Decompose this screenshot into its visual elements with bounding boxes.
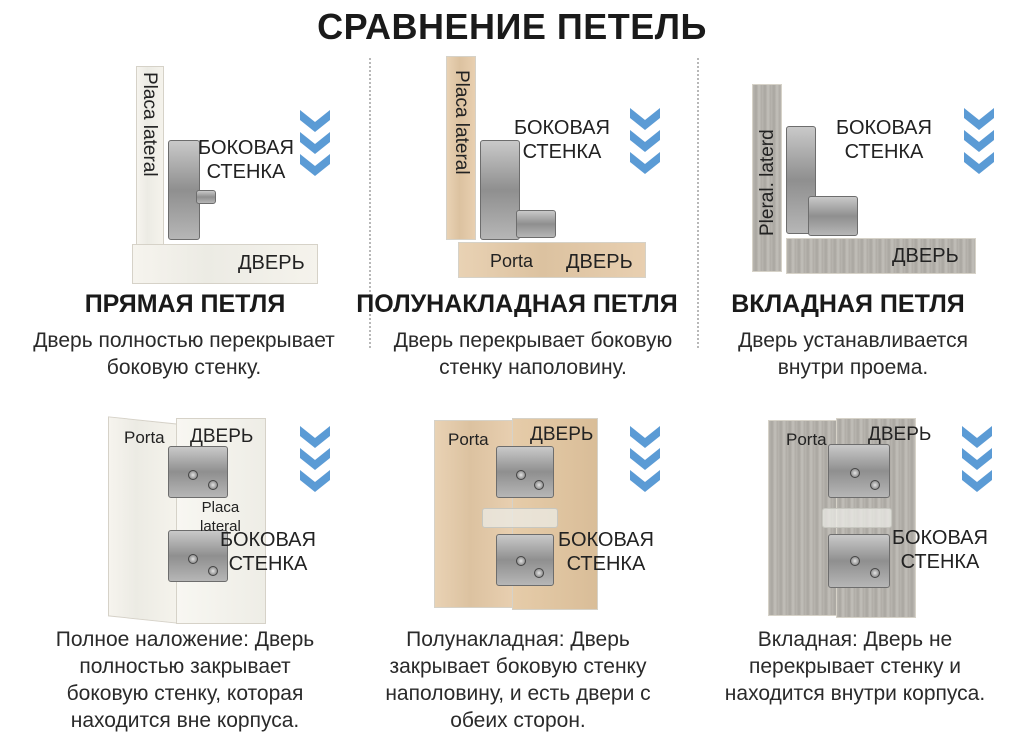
hinge [168,446,228,498]
wall-label-line: БОКОВАЯ [198,137,294,159]
chevron-down-icon [628,424,662,496]
wall-label-line: СТЕНКА [206,161,286,183]
chevron-down-icon [628,106,662,178]
column-divider [697,58,699,348]
placa-label: Placa lateral [200,498,241,536]
hinge-arm [196,190,216,204]
hinge [168,140,200,240]
caption-line: перекрывает стенку и [748,655,962,678]
door-label: ДВЕРЬ [238,252,305,274]
side-panel-label: Placa lateral [451,70,472,175]
screw [516,556,526,566]
placa-label-line: lateral [200,518,241,535]
hinge [168,530,228,582]
door-panel [132,244,318,284]
door-label-es: Porta [124,428,165,447]
placa-label-line: Placa [201,499,240,516]
description-line: стенку наполовину. [439,356,627,379]
door-label: ДВЕРЬ [190,426,254,447]
wall-label-line: СТЕНКА [566,553,646,575]
mounting-plate [482,508,558,528]
door-label-es: Porta [448,430,489,449]
chevron-down-icon [960,424,994,496]
door-label: ДВЕРЬ [868,424,932,445]
wall-label-line: БОКОВАЯ [836,117,932,139]
description-line: Дверь полностью перекрывает [33,329,335,352]
caption-line: боковую стенку, которая [66,682,304,705]
caption-line: закрывает боковую стенку [389,655,647,678]
hinge-arm [808,196,858,236]
caption-line: полностью закрывает [79,655,291,678]
wall-label-line: БОКОВАЯ [220,529,316,551]
side-panel [136,66,164,246]
screw [850,556,860,566]
chevron-down-icon [962,106,996,178]
wall-label-line: БОКОВАЯ [558,529,654,551]
caption-line: Вкладная: Дверь не [757,628,953,651]
hinge-description: Дверь устанавливается внутри проема. [698,327,1008,381]
wall-label: БОКОВАЯ СТЕНКА [834,116,934,164]
hinge [480,140,520,240]
caption-line: находится внутри корпуса. [724,682,986,705]
wall-label: БОКОВАЯ СТЕНКА [556,528,656,576]
mounting-plate [822,508,892,528]
hinge-caption: Полное наложение: Дверь полностью закрыв… [20,626,350,734]
wall-label-line: СТЕНКА [522,141,602,163]
door-label-es: Porta [786,430,827,449]
wall-label-line: СТЕНКА [228,553,308,575]
hinge-type-heading: ПОЛУНАКЛАДНАЯ ПЕТЛЯ [356,290,678,318]
column-divider [369,58,371,348]
wall-label: БОКОВАЯ СТЕНКА [512,116,612,164]
wall-label: БОКОВАЯ СТЕНКА [218,528,318,576]
caption-line: наполовину, и есть двери с [385,682,651,705]
screw [516,470,526,480]
screw [188,470,198,480]
hinge-caption: Полунакладная: Дверь закрывает боковую с… [360,626,676,734]
caption-line: Полунакладная: Дверь [406,628,630,651]
door-label: ДВЕРЬ [530,424,594,445]
wall-label: БОКОВАЯ СТЕНКА [196,136,296,184]
hinge-description: Дверь полностью перекрывает боковую стен… [0,327,368,381]
wall-label-line: СТЕНКА [844,141,924,163]
door-panel [458,242,646,278]
wall-label-line: БОКОВАЯ [892,527,988,549]
side-panel-label: Placa lateral [139,72,160,177]
door-label-es: Porta [490,251,534,271]
screw [850,468,860,478]
chevron-down-icon [298,108,332,180]
page-title: СРАВНЕНИЕ ПЕТЕЛЬ [317,6,707,47]
hinge-caption: Вкладная: Дверь не перекрывает стенку и … [700,626,1010,707]
hinge [786,126,816,234]
description-line: Дверь устанавливается [738,329,968,352]
caption-line: Полное наложение: Дверь [55,628,315,651]
door-label: ДВЕРЬ [892,245,959,267]
description-line: внутри проема. [777,356,929,379]
caption-line: находится вне корпуса. [70,709,300,732]
wall-label-line: СТЕНКА [900,551,980,573]
chevron-down-icon [298,424,332,496]
hinge-description: Дверь перекрывает боковую стенку наполов… [370,327,696,381]
screw [534,568,544,578]
wall-label: БОКОВАЯ СТЕНКА [890,526,990,574]
side-panel-label: Pleral. laterd [757,129,778,236]
description-line: Дверь перекрывает боковую [393,329,673,352]
hinge-type-heading: ПРЯМАЯ ПЕТЛЯ [84,290,286,318]
screw [534,480,544,490]
door-panel [786,238,976,274]
side-panel [752,84,782,272]
wall-label-line: БОКОВАЯ [514,117,610,139]
screw [870,568,880,578]
screw [870,480,880,490]
screw [208,480,218,490]
caption-line: обеих сторон. [450,709,586,732]
screw [208,566,218,576]
hinge-arm [516,210,556,238]
hinge-type-heading: ВКЛАДНАЯ ПЕТЛЯ [731,290,965,318]
door-label: ДВЕРЬ [566,251,633,273]
side-panel [446,56,476,240]
screw [188,554,198,564]
description-line: боковую стенку. [106,356,262,379]
